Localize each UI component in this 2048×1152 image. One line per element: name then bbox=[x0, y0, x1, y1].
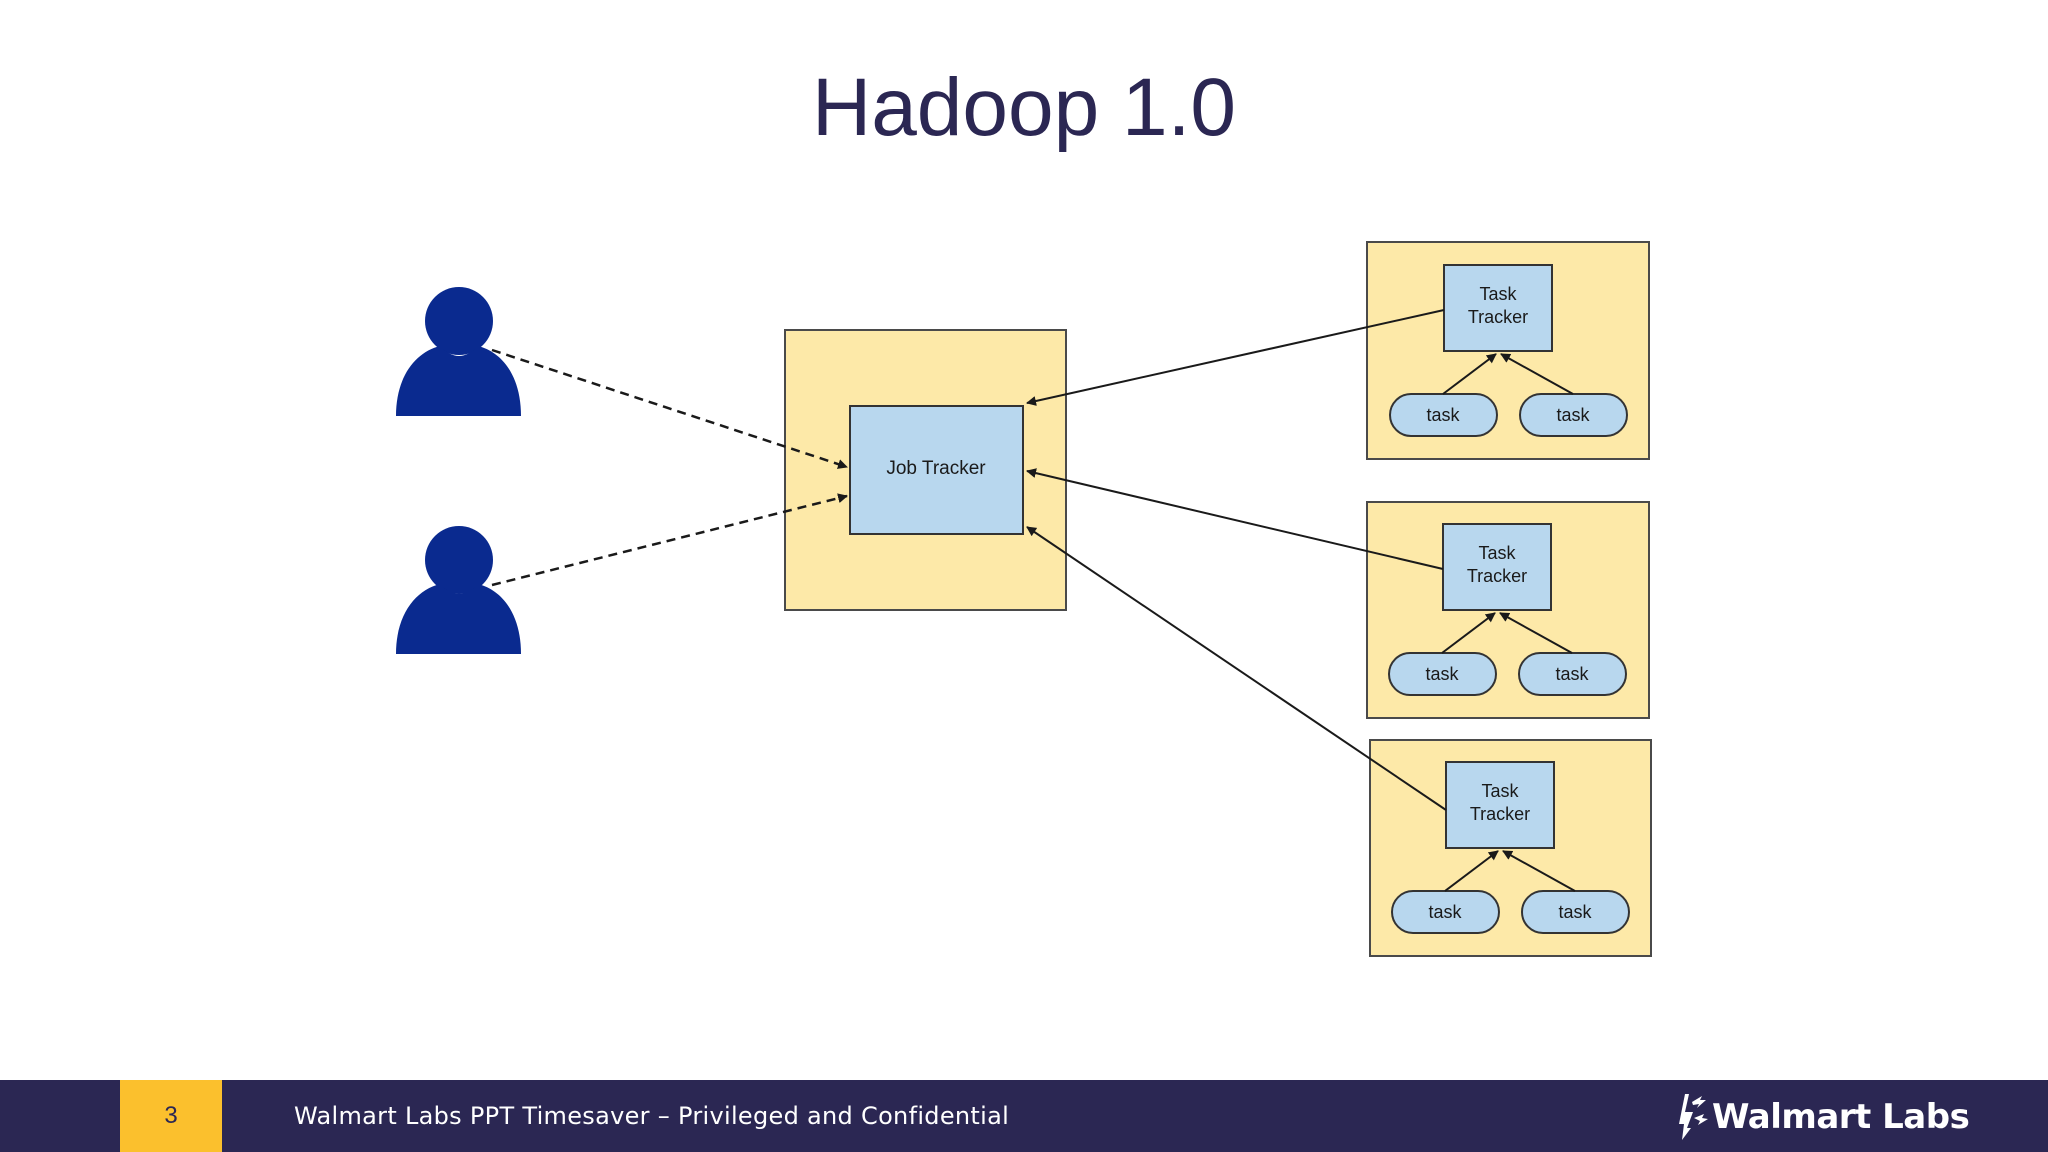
task-tracker-label: Tracker bbox=[1470, 804, 1530, 824]
heartbeat-arrow bbox=[1026, 526, 1447, 811]
task-label: task bbox=[1556, 405, 1590, 425]
job-tracker-label: Job Tracker bbox=[886, 458, 986, 479]
walmart-spark-icon bbox=[1679, 1094, 1708, 1140]
client-request-arrow bbox=[491, 348, 848, 469]
task-tracker-label: Task bbox=[1481, 781, 1519, 801]
job-tracker-box bbox=[849, 405, 1024, 535]
task-tracker-label: Tracker bbox=[1468, 307, 1528, 327]
slide-title: Hadoop 1.0 bbox=[811, 62, 1236, 153]
user-icon bbox=[396, 287, 521, 416]
task-tracker-node: Task Tracker task task bbox=[1366, 501, 1650, 719]
task-label: task bbox=[1426, 405, 1460, 425]
task-pill bbox=[1521, 890, 1630, 934]
task-tracker-box bbox=[1442, 523, 1552, 611]
logo-text: Walmart Labs bbox=[1712, 1097, 1970, 1137]
task-tracker-label: Task bbox=[1479, 284, 1517, 304]
client-request-arrow bbox=[491, 493, 848, 587]
walmart-labs-logo: Walmart Labs bbox=[1676, 1092, 1970, 1142]
task-tracker-node: Task Tracker task task bbox=[1366, 241, 1650, 460]
task-label: task bbox=[1558, 902, 1592, 922]
page-number: 3 bbox=[120, 1080, 222, 1152]
task-label: task bbox=[1428, 902, 1462, 922]
task-label: task bbox=[1425, 664, 1459, 684]
task-pill bbox=[1518, 652, 1627, 696]
task-label: task bbox=[1555, 664, 1589, 684]
task-tracker-label: Tracker bbox=[1467, 566, 1527, 586]
footer-text: Walmart Labs PPT Timesaver – Privileged … bbox=[294, 1102, 1010, 1130]
task-tracker-node: Task Tracker task task bbox=[1369, 739, 1652, 957]
task-tracker-label: Task bbox=[1478, 543, 1516, 563]
job-tracker-node: Job Tracker bbox=[784, 329, 1067, 611]
task-tracker-box bbox=[1445, 761, 1555, 849]
heartbeat-arrow bbox=[1026, 309, 1445, 406]
heartbeat-arrow bbox=[1026, 468, 1444, 570]
task-tracker-box bbox=[1443, 264, 1553, 352]
task-pill bbox=[1519, 393, 1628, 437]
user-icon bbox=[396, 526, 521, 654]
footer-bar: 3 Walmart Labs PPT Timesaver – Privilege… bbox=[0, 1080, 2048, 1152]
